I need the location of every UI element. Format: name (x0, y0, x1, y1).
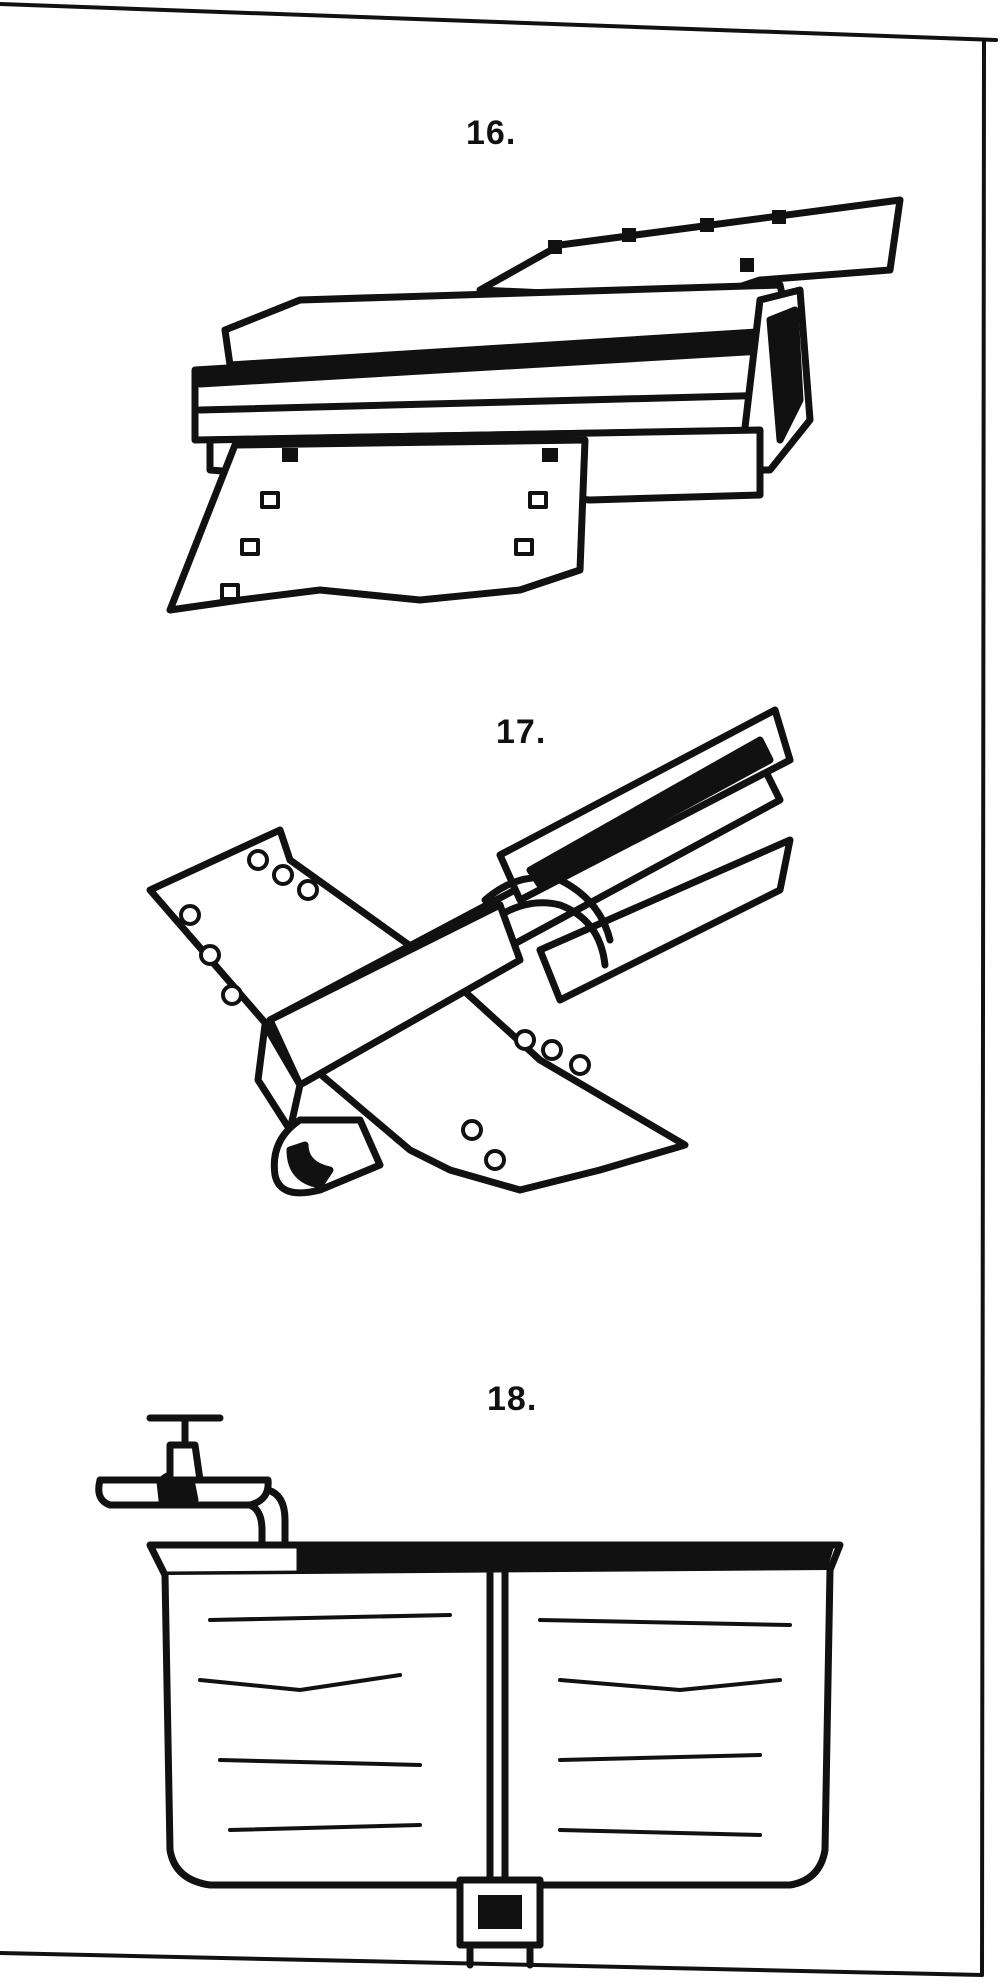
figure-16-label: 16. (466, 114, 517, 152)
figure-18-label: 18. (487, 1380, 538, 1418)
figure-17-label: 17. (496, 713, 547, 751)
